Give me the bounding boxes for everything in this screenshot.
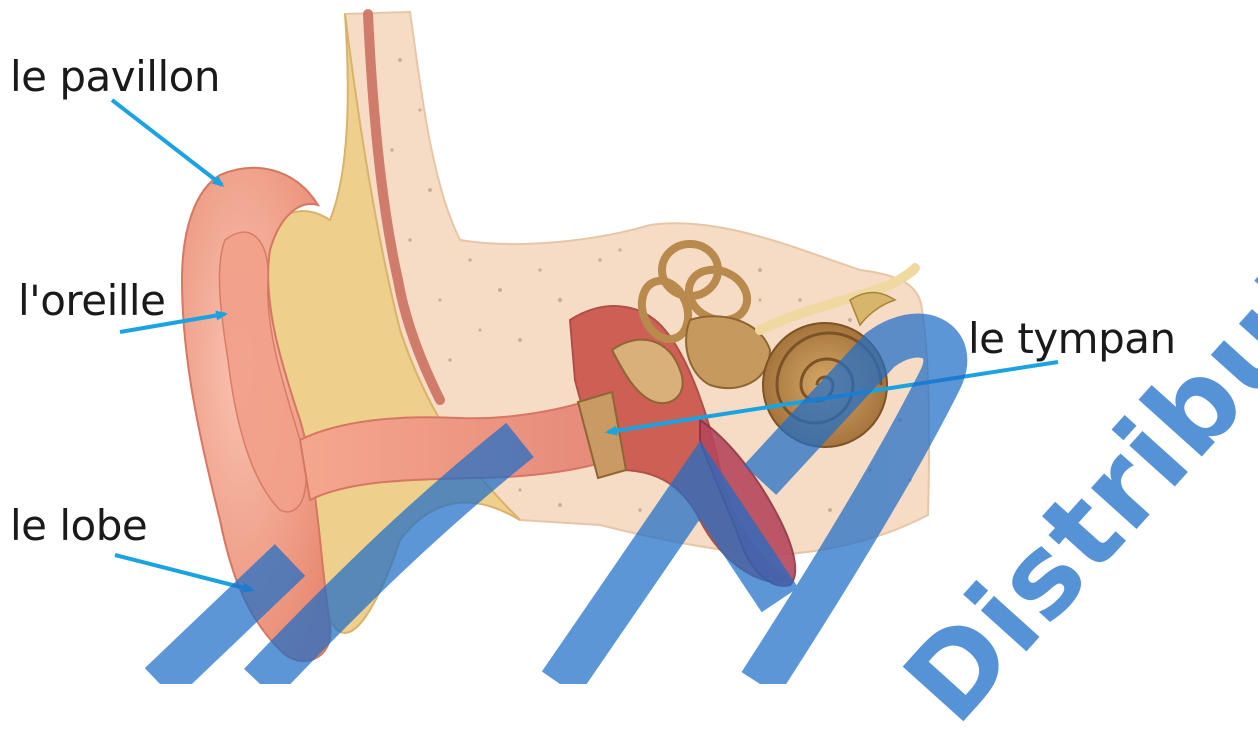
label-tympan: le tympan (968, 318, 1176, 360)
pavillon-arrow (112, 100, 222, 185)
label-oreille: l'oreille (18, 280, 165, 322)
ear-diagram: Distribution le pavillon l'oreille le lo… (0, 0, 1258, 684)
label-pavillon: le pavillon (10, 56, 220, 98)
label-lobe: le lobe (10, 505, 147, 547)
